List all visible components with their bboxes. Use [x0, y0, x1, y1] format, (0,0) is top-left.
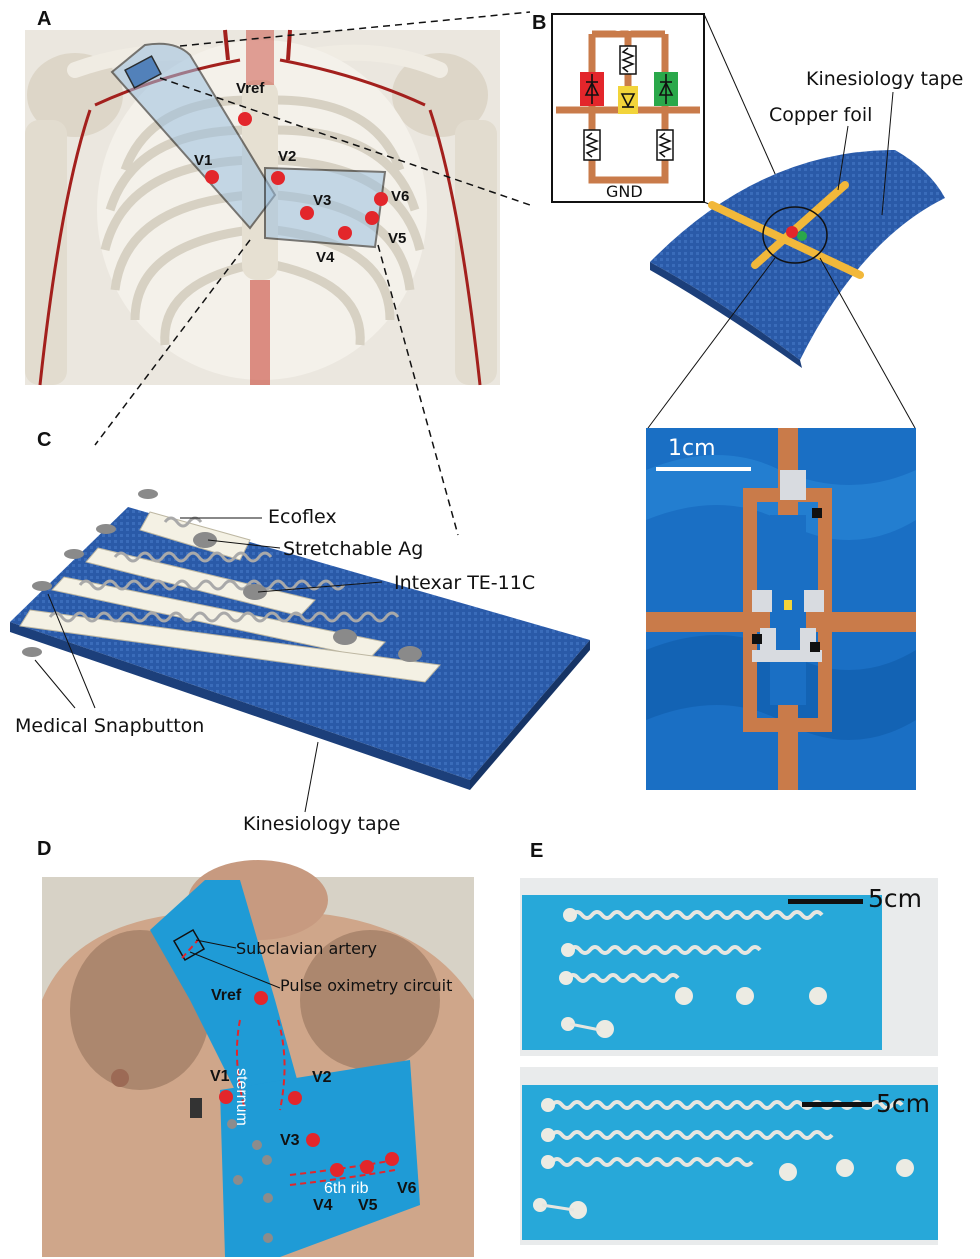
panel-e-scale-bottom: 5cm: [876, 1089, 930, 1118]
panel-e-scale-top: 5cm: [868, 884, 922, 913]
